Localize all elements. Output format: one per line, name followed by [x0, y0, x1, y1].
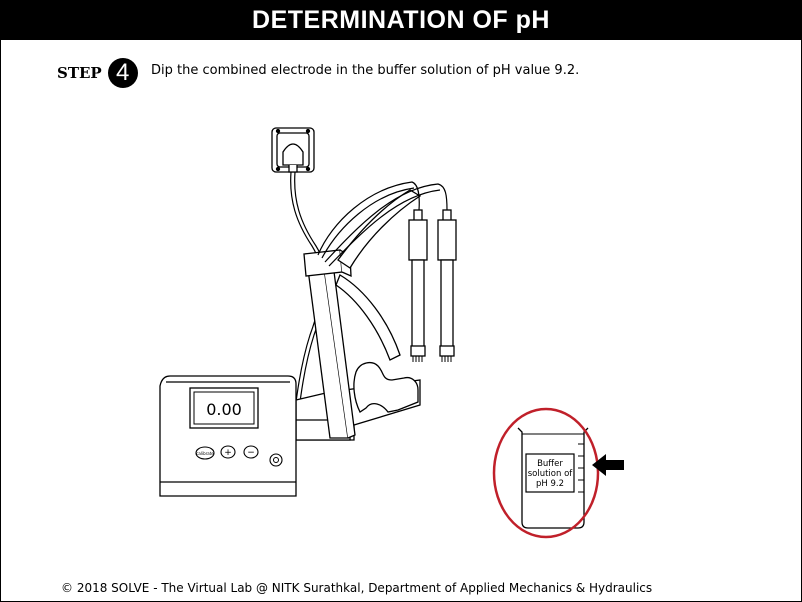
meter-plus-button[interactable]: + [220, 445, 236, 459]
beaker-label-line1: Buffer [537, 459, 563, 469]
electrode-left [408, 209, 428, 362]
beaker-label-box [525, 453, 575, 493]
plus-button-label: + [224, 448, 232, 458]
electrode-cables [317, 181, 448, 267]
step-label: STEP [57, 64, 102, 82]
page-title: DETERMINATION OF pH [0, 0, 802, 40]
power-icon [273, 457, 279, 463]
beaker-label-line2: solution of [528, 469, 574, 479]
meter-reading: 0.00 [206, 400, 242, 419]
buffer-beaker[interactable]: Buffer solution of pH 9.2 [517, 427, 589, 529]
step-indicator: STEP 4 [57, 58, 138, 88]
meter-display [193, 391, 255, 425]
electrode-right [437, 209, 457, 362]
highlight-circle [492, 407, 600, 539]
meter-calibrate-button[interactable]: calibrate [195, 446, 215, 460]
minus-button-label: − [247, 448, 255, 458]
beaker-label-line3: pH 9.2 [536, 479, 564, 489]
meter-power-button[interactable] [269, 453, 283, 467]
wall-socket [271, 127, 315, 173]
step-instruction: Dip the combined electrode in the buffer… [151, 63, 580, 78]
pointer-arrow-icon [592, 454, 624, 476]
copyright-footer: © 2018 SOLVE - The Virtual Lab @ NITK Su… [61, 581, 653, 595]
step-number-badge: 4 [107, 58, 138, 88]
meter-minus-button[interactable]: − [243, 445, 259, 459]
electrode-stand [295, 189, 422, 441]
calibrate-button-label: calibrate [196, 451, 214, 456]
